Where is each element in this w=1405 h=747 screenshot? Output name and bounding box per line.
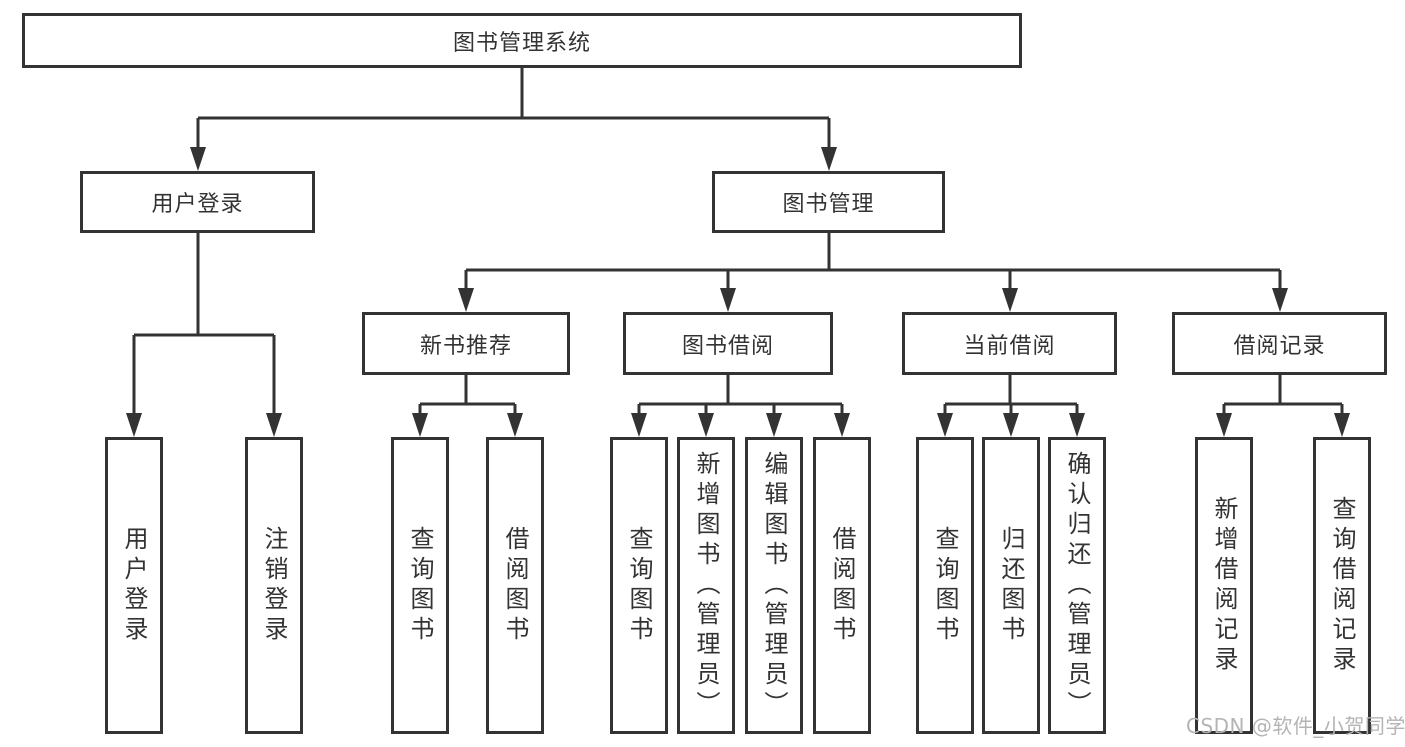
arrowhead [834, 413, 850, 437]
node-new-book-recommend: 新书推荐 [362, 312, 570, 375]
leaf-borrow-books-recommend: 借阅图书 [486, 437, 544, 734]
leaf-query-books-borrowing: 查询图书 [610, 437, 668, 734]
leaf-borrow-books-borrowing: 借阅图书 [813, 437, 871, 734]
leaf-query-borrow-record-label: 查询借阅记录 [1328, 495, 1356, 676]
leaf-add-books-admin-label: 新增图书（管理员） [692, 450, 720, 721]
leaf-query-books-borrowing-label: 查询图书 [625, 525, 653, 646]
connector-book-mgmt-children [464, 233, 1282, 289]
node-book-borrowing: 图书借阅 [623, 312, 833, 375]
node-current-borrowing-label: 当前借阅 [963, 333, 1056, 359]
arrowhead [821, 147, 837, 171]
leaf-user-login: 用户登录 [105, 437, 163, 734]
leaf-query-books-recommend-label: 查询图书 [406, 525, 434, 646]
arrowhead [507, 413, 523, 437]
arrowhead [631, 413, 647, 437]
node-library-system: 图书管理系统 [22, 13, 1022, 68]
arrowhead [1002, 288, 1018, 312]
arrowhead [1272, 288, 1288, 312]
arrowhead [1003, 413, 1019, 437]
arrowhead [1334, 413, 1350, 437]
arrowhead [937, 413, 953, 437]
arrowhead [190, 147, 206, 171]
arrowhead [458, 288, 474, 312]
leaf-edit-books-admin: 编辑图书（管理员） [745, 437, 803, 734]
node-user-login: 用户登录 [80, 171, 315, 233]
arrowhead [1216, 413, 1232, 437]
node-library-system-label: 图书管理系统 [452, 30, 591, 56]
leaf-query-books-current: 查询图书 [916, 437, 974, 734]
arrowhead [412, 413, 428, 437]
node-borrowing-records: 借阅记录 [1172, 312, 1387, 375]
arrowhead [720, 288, 736, 312]
arrowhead [1069, 413, 1085, 437]
leaf-query-books-current-label: 查询图书 [931, 525, 959, 646]
leaf-user-login-label: 用户登录 [120, 525, 148, 646]
leaf-add-books-admin: 新增图书（管理员） [677, 437, 735, 734]
arrowhead [698, 413, 714, 437]
leaf-add-borrow-record: 新增借阅记录 [1195, 437, 1253, 734]
leaf-logout: 注销登录 [245, 437, 303, 734]
node-user-login-label: 用户登录 [151, 192, 244, 217]
arrowhead [766, 413, 782, 437]
leaf-confirm-return-admin: 确认归还（管理员） [1048, 437, 1106, 734]
node-book-management: 图书管理 [712, 171, 945, 233]
connector-level3-children [418, 375, 1344, 414]
leaf-query-borrow-record: 查询借阅记录 [1313, 437, 1371, 734]
connector-user-login-children [132, 233, 276, 414]
leaf-confirm-return-admin-label: 确认归还（管理员） [1063, 450, 1091, 721]
arrowhead [126, 413, 142, 437]
node-book-management-label: 图书管理 [782, 192, 875, 217]
arrowhead [266, 413, 282, 437]
node-new-book-recommend-label: 新书推荐 [419, 333, 512, 359]
leaf-borrow-books-recommend-label: 借阅图书 [501, 525, 529, 646]
leaf-return-books-label: 归还图书 [997, 525, 1025, 646]
leaf-add-borrow-record-label: 新增借阅记录 [1210, 495, 1238, 676]
watermark: CSDN @软件_小贺同学 [1186, 714, 1405, 738]
leaf-borrow-books-borrowing-label: 借阅图书 [828, 525, 856, 646]
leaf-edit-books-admin-label: 编辑图书（管理员） [760, 450, 788, 721]
node-current-borrowing: 当前借阅 [902, 312, 1117, 375]
leaf-logout-label: 注销登录 [260, 525, 288, 646]
leaf-query-books-recommend: 查询图书 [391, 437, 449, 734]
node-book-borrowing-label: 图书借阅 [681, 333, 774, 359]
node-borrowing-records-label: 借阅记录 [1233, 333, 1326, 359]
leaf-return-books: 归还图书 [982, 437, 1040, 734]
connector-root-to-level2 [196, 68, 831, 148]
